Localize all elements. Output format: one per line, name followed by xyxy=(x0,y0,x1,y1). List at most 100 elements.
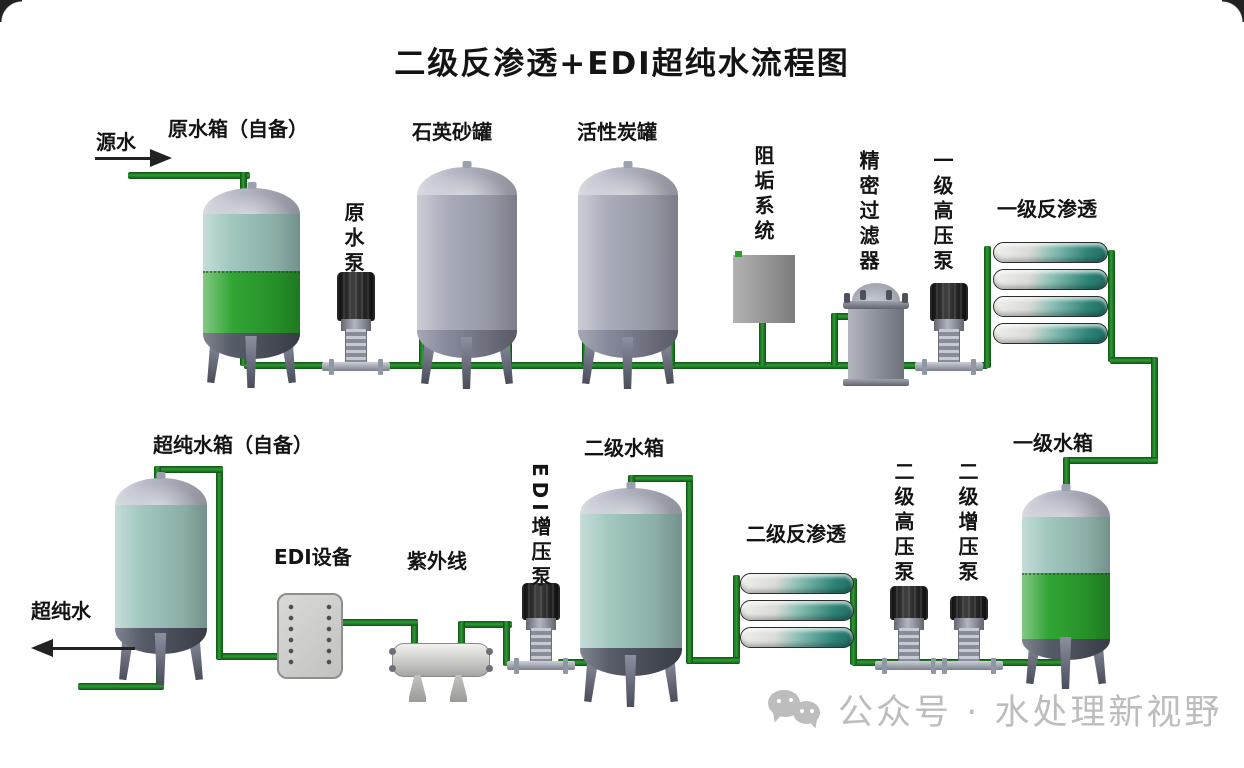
ro-membrane-tube xyxy=(740,573,854,594)
stage2-booster-pump xyxy=(935,596,1003,674)
pump-motor xyxy=(522,583,560,620)
label-stage2-ro: 二级反渗透 xyxy=(746,522,846,546)
pump-flange xyxy=(514,658,519,674)
pump-motor xyxy=(930,283,968,321)
activated-carbon-tank xyxy=(578,167,678,389)
pump-motor xyxy=(890,586,928,620)
tank-band-gray xyxy=(417,195,517,330)
uv-leg xyxy=(409,675,426,702)
pipe-segment xyxy=(831,313,838,366)
tank-band-green xyxy=(1022,573,1110,639)
label-ultrapure-tank: 超纯水箱（自备） xyxy=(153,433,313,457)
label-precision-filter: 精密过滤器 xyxy=(856,150,880,275)
pipe-segment xyxy=(1108,250,1115,362)
pump-flange xyxy=(922,359,927,375)
label-raw-water-pump: 原水泵 xyxy=(341,202,365,277)
pump-flange xyxy=(942,658,947,674)
pump-stack xyxy=(345,329,367,363)
pump-stack xyxy=(958,628,980,662)
tank-leg xyxy=(621,337,634,389)
pump-flange-pipe xyxy=(875,661,943,670)
label-edi-booster-pump: EDI增压泵 xyxy=(528,463,552,591)
label-ultrapure-water-out: 超纯水 xyxy=(31,599,91,623)
tank-band-gray xyxy=(578,195,678,330)
pipe-segment xyxy=(244,362,988,369)
pipe-segment xyxy=(240,172,247,192)
diagram-title: 二级反渗透+EDI超纯水流程图 xyxy=(394,46,850,82)
label-stage2-tank: 二级水箱 xyxy=(584,436,664,460)
pipe-segment xyxy=(984,246,991,368)
pump-flange xyxy=(882,658,887,674)
watermark-text: 公众号 · 水处理新视野 xyxy=(838,693,1223,733)
ultrapure-water-tank xyxy=(115,478,207,685)
stage2-water-tank xyxy=(580,488,682,707)
ro-membrane-tube xyxy=(993,242,1108,263)
tank-leg xyxy=(624,655,637,707)
pipe-segment xyxy=(458,621,465,651)
pipe-segment xyxy=(419,326,426,366)
tank-dome xyxy=(115,478,207,505)
pipe-segment xyxy=(503,621,510,666)
pump-stack xyxy=(898,628,920,662)
pump-collar xyxy=(341,319,371,331)
stage1-hp-pump xyxy=(915,283,983,375)
uv-nozzle xyxy=(389,665,396,672)
tank-dome xyxy=(580,488,682,514)
wechat-bubble-small xyxy=(793,700,820,724)
pump-flange xyxy=(378,359,383,375)
pipe-segment xyxy=(154,466,223,473)
pipe-segment xyxy=(668,326,675,366)
pump-stack xyxy=(938,329,960,363)
pump-flange xyxy=(971,359,976,375)
tank-leg xyxy=(1059,637,1072,689)
stage1-ro-membranes xyxy=(993,242,1108,350)
wechat-icon xyxy=(768,688,822,732)
label-stage2-booster-pump: 二级增压泵 xyxy=(955,461,979,586)
tank-band-teal xyxy=(115,505,207,628)
pump-collar xyxy=(934,319,964,331)
ro-membrane-tube xyxy=(993,269,1108,290)
label-stage2-hp-pump: 二级高压泵 xyxy=(891,461,915,586)
tank-dome xyxy=(203,188,300,214)
tank-band-green xyxy=(203,271,300,333)
flange-bolt xyxy=(902,293,908,303)
pump-flange-pipe xyxy=(322,362,390,371)
label-activated-carbon-tank: 活性炭罐 xyxy=(577,120,657,144)
uv-nozzle xyxy=(389,648,396,655)
raw-water-tank xyxy=(203,188,300,388)
uv-sterilizer xyxy=(389,643,493,702)
antiscalant-tank xyxy=(733,251,795,323)
pump-collar xyxy=(894,618,924,630)
source-water-arrow-head xyxy=(150,149,172,167)
pipe-segment xyxy=(850,578,857,665)
label-stage1-hp-pump: 一级高压泵 xyxy=(930,150,954,275)
pipe-segment xyxy=(338,619,418,626)
uv-nozzle xyxy=(486,648,493,655)
edi-unit xyxy=(277,593,343,679)
tank-band-teal xyxy=(580,514,682,648)
pipe-segment xyxy=(686,657,740,664)
stage1-water-tank xyxy=(1022,490,1110,689)
label-edi-unit: EDI设备 xyxy=(274,545,352,569)
label-stage1-ro: 一级反渗透 xyxy=(997,197,1097,221)
pump-flange xyxy=(563,658,568,674)
watermark: 公众号 · 水处理新视野 xyxy=(768,684,1222,735)
pump-collar xyxy=(954,618,984,630)
flange-bolt xyxy=(844,293,850,303)
pipe-segment xyxy=(759,320,766,366)
tank-leg xyxy=(245,336,257,388)
quartz-sand-tank xyxy=(417,167,517,389)
pump-flange-pipe xyxy=(915,362,983,371)
label-antiscalant-system: 阻垢系统 xyxy=(751,145,775,245)
ro-membrane-tube xyxy=(993,296,1108,317)
pipe-segment xyxy=(628,475,693,482)
pipe-segment xyxy=(1063,457,1070,497)
corner-artifact xyxy=(0,0,22,22)
ultrapure-water-arrow-line xyxy=(52,647,135,650)
ro-membrane-tube xyxy=(993,323,1108,344)
tank-leg xyxy=(154,633,167,685)
pipe-segment xyxy=(458,621,512,628)
filter-body xyxy=(848,309,904,379)
stage2-hp-pump xyxy=(875,586,943,674)
